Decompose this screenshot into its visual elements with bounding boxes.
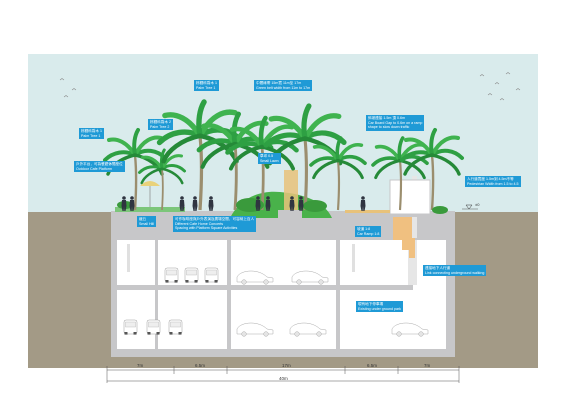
- sky: [28, 54, 538, 212]
- car-icon: [204, 267, 219, 284]
- dim-segment-5: 7m: [424, 363, 431, 368]
- vent-shaft: [127, 244, 130, 272]
- car-icon: [168, 319, 183, 336]
- bird-icon: [59, 72, 521, 101]
- dimension-line: [106, 366, 460, 383]
- sculpture: [284, 170, 298, 210]
- parking-slab: [117, 285, 413, 290]
- bench-deck: [345, 210, 390, 213]
- dim-segment-4: 6.5m: [367, 363, 378, 368]
- stair-core: [408, 240, 417, 285]
- level-marker: ±0: [462, 202, 480, 210]
- entrance-pavilion: [389, 179, 431, 215]
- car-icon: [164, 267, 179, 284]
- lawn-left: [115, 207, 185, 212]
- dim-segment-1: 7m: [137, 363, 144, 368]
- parking-columns: [155, 240, 340, 349]
- svg-text:±0: ±0: [475, 202, 480, 207]
- planter-wall: [278, 210, 302, 235]
- umbrella-icon: [140, 181, 160, 207]
- pedestrian-ramp: [393, 212, 415, 258]
- vent-shaft: [352, 244, 355, 272]
- car-icon: [123, 319, 138, 336]
- dim-segment-3: 17m: [282, 363, 291, 368]
- car-icon: [184, 267, 199, 284]
- dim-total: 40m: [279, 376, 288, 381]
- dim-segment-2: 6.5m: [195, 363, 206, 368]
- car-icon: [146, 319, 161, 336]
